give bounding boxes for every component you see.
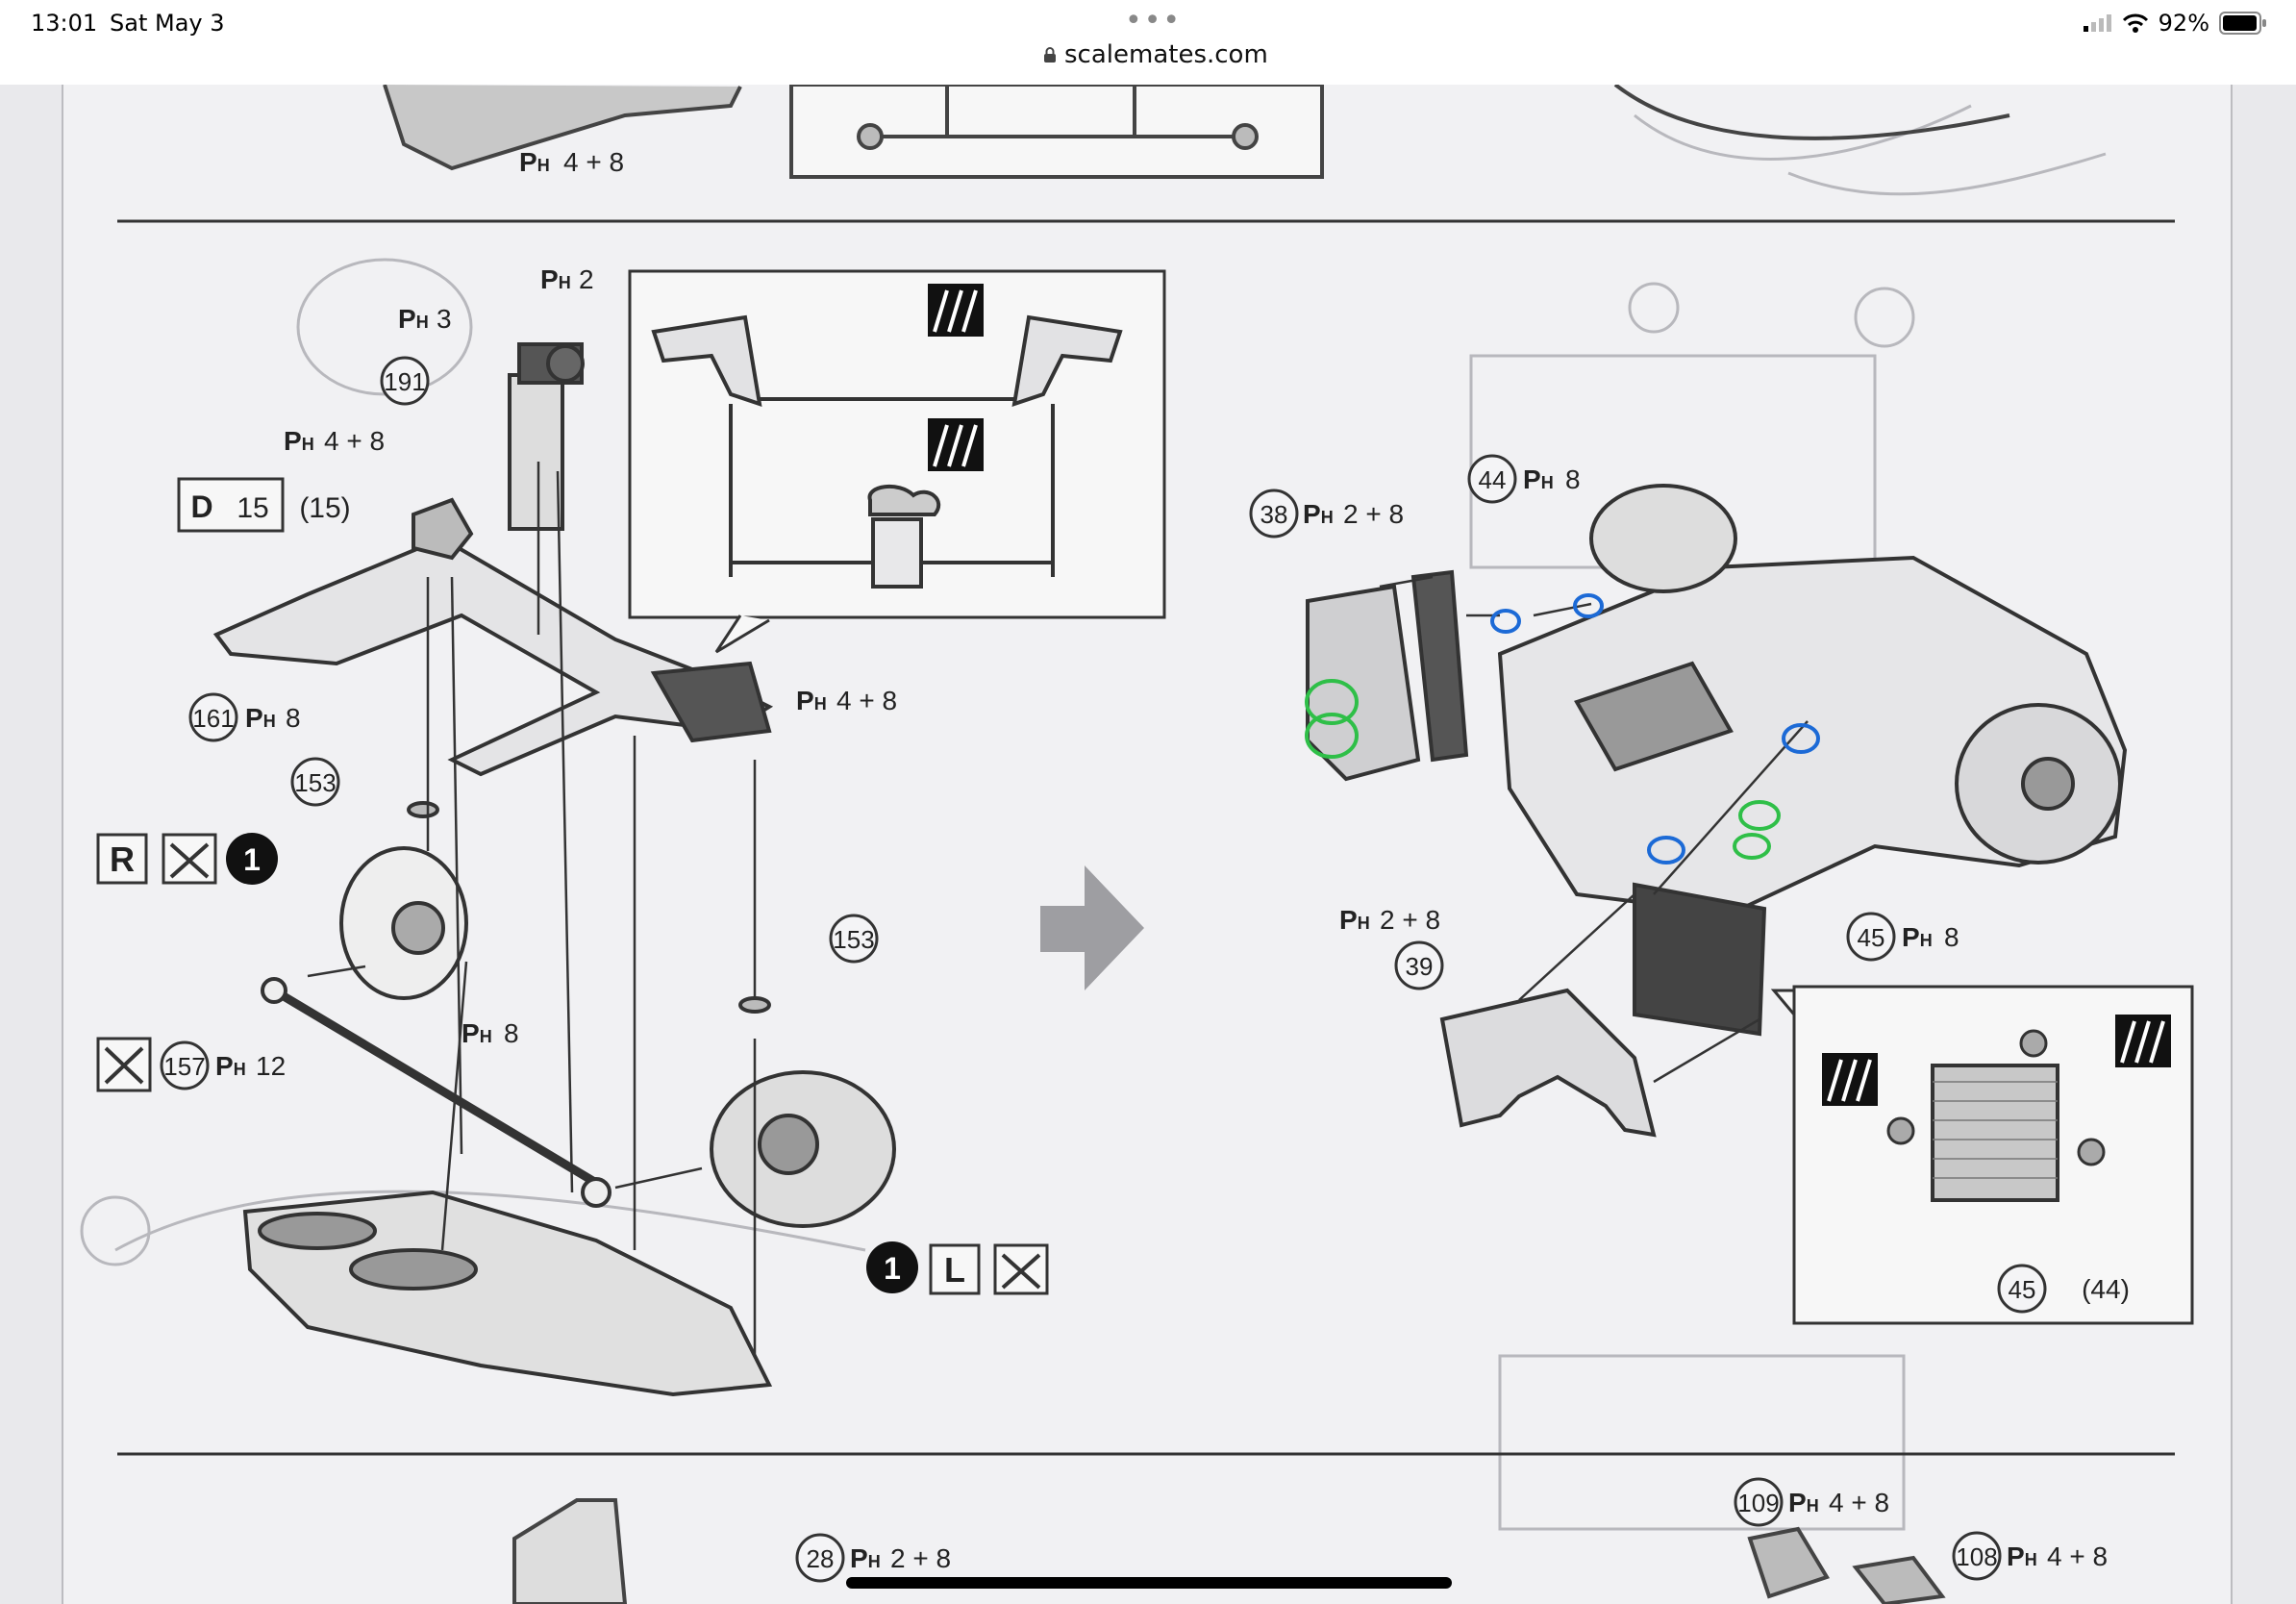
wifi-icon bbox=[2122, 13, 2148, 33]
letter-r: R bbox=[110, 840, 135, 879]
url-bar[interactable]: scalemates.com bbox=[1043, 40, 1268, 69]
assembly-diagram: PH 4 + 8 PH 2 PH 3 191 PH 4 + 8 D 15 (15… bbox=[80, 85, 2194, 1604]
ph3-value: 3 bbox=[437, 304, 452, 334]
ph2-label: PH bbox=[540, 264, 571, 294]
status-icons: 92% bbox=[2083, 10, 2267, 37]
cement-icon bbox=[928, 284, 984, 471]
inset-radiator bbox=[1770, 985, 2194, 1325]
ph4h8-a-label: PH bbox=[284, 426, 314, 456]
ph12-label: PH bbox=[215, 1051, 246, 1081]
status-bar: 13:01 Sat May 3 ••• scalemates.com 92% bbox=[0, 0, 2296, 85]
user-annotations bbox=[1305, 593, 1820, 865]
top-fragment bbox=[383, 85, 2010, 179]
part-44: 44 bbox=[1479, 465, 1507, 494]
part-161: 161 bbox=[192, 704, 234, 733]
part-157: 157 bbox=[163, 1052, 205, 1081]
home-indicator[interactable] bbox=[846, 1577, 1452, 1589]
inset-crossmember bbox=[628, 269, 1166, 654]
ph8-161-label: PH bbox=[245, 703, 276, 733]
part-153-b: 153 bbox=[833, 925, 874, 954]
ph8-44-label: PH bbox=[1523, 464, 1554, 494]
part-45-b: 45 bbox=[2009, 1275, 2036, 1304]
step-1-b: 1 bbox=[884, 1251, 901, 1286]
ph4h8-108-label: PH bbox=[2007, 1541, 2037, 1571]
ph2-value: 2 bbox=[579, 264, 594, 294]
part-44-b: (44) bbox=[2082, 1274, 2130, 1304]
part-39: 39 bbox=[1406, 952, 1434, 981]
top-ph4h8-value: 4 + 8 bbox=[563, 147, 624, 177]
part-109: 109 bbox=[1737, 1489, 1779, 1517]
ph4h8-108-value: 4 + 8 bbox=[2047, 1541, 2108, 1571]
ph2h8-39-value: 2 + 8 bbox=[1380, 905, 1440, 935]
ph8-45-label: PH bbox=[1902, 922, 1933, 952]
part-153-a: 153 bbox=[294, 768, 336, 797]
ph8-45-value: 8 bbox=[1944, 922, 1959, 952]
instruction-sheet[interactable]: PH 4 + 8 PH 2 PH 3 191 PH 4 + 8 D 15 (15… bbox=[0, 85, 2296, 1604]
bottom-fragment bbox=[512, 1498, 1946, 1604]
status-time: 13:01 bbox=[31, 10, 98, 37]
ph2h8-28-value: 2 + 8 bbox=[890, 1543, 951, 1573]
part-191: 191 bbox=[384, 367, 425, 396]
cellular-signal-icon bbox=[2083, 14, 2111, 32]
right-chassis-drawing bbox=[1306, 484, 2128, 1138]
ph4h8-b-value: 4 + 8 bbox=[836, 686, 897, 715]
ph8-rod-label: PH bbox=[462, 1018, 492, 1048]
ph2h8-38-value: 2 + 8 bbox=[1343, 499, 1404, 529]
step-1-a: 1 bbox=[243, 842, 261, 877]
ph4h8-109-value: 4 + 8 bbox=[1829, 1488, 1889, 1517]
part-108: 108 bbox=[1956, 1542, 1997, 1571]
ph4h8-109-label: PH bbox=[1788, 1488, 1819, 1517]
battery-icon bbox=[2219, 12, 2266, 35]
status-date: Sat May 3 bbox=[110, 10, 225, 37]
letter-l: L bbox=[944, 1250, 965, 1290]
ph8-rod-value: 8 bbox=[504, 1018, 519, 1048]
top-ph4h8-label: PH bbox=[519, 147, 550, 177]
battery-percent: 92% bbox=[2158, 10, 2209, 37]
part-28: 28 bbox=[807, 1544, 835, 1573]
ph8-44-value: 8 bbox=[1565, 464, 1581, 494]
ph2h8-38-label: PH bbox=[1303, 499, 1334, 529]
ph4h8-a-value: 4 + 8 bbox=[324, 426, 385, 456]
label-d15-paren: (15) bbox=[299, 492, 350, 524]
assembly-guide-lines bbox=[307, 462, 757, 1356]
part-45: 45 bbox=[1858, 923, 1885, 952]
step-arrow-icon bbox=[1040, 865, 1144, 990]
ph3-label: PH bbox=[398, 304, 429, 334]
ph12-value: 12 bbox=[256, 1051, 286, 1081]
url-text: scalemates.com bbox=[1064, 40, 1268, 69]
label-d15: 15 bbox=[237, 492, 268, 524]
ph2h8-39-label: PH bbox=[1339, 905, 1370, 935]
right-guide-lines bbox=[1379, 575, 1809, 1084]
ph2h8-28-label: PH bbox=[850, 1543, 881, 1573]
more-dots-icon[interactable]: ••• bbox=[1125, 4, 1183, 38]
lock-icon bbox=[1044, 47, 1056, 63]
part-callouts: PH 4 + 8 PH 2 PH 3 191 PH 4 + 8 D 15 (15… bbox=[96, 147, 2130, 1583]
ph4h8-b-label: PH bbox=[796, 686, 827, 715]
letter-d: D bbox=[190, 489, 212, 524]
part-38: 38 bbox=[1260, 500, 1288, 529]
left-suspension-drawing bbox=[212, 342, 896, 1397]
ph8-161-value: 8 bbox=[286, 703, 301, 733]
